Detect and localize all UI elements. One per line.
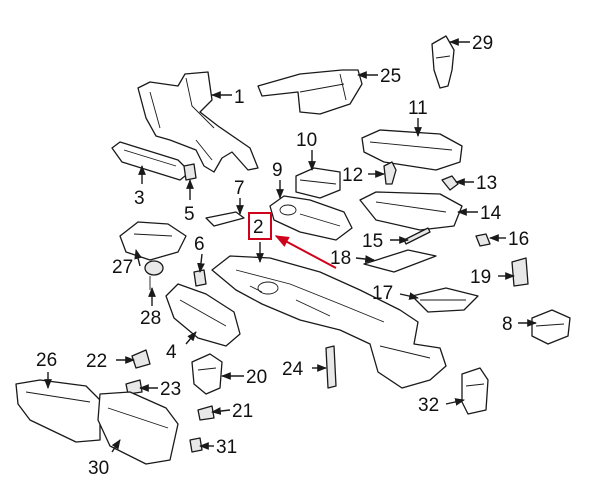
- callout-1: 1: [234, 87, 245, 108]
- part-14-lid-frame: [359, 191, 463, 231]
- callout-30: 30: [88, 458, 109, 479]
- callout-19: 19: [470, 267, 491, 288]
- callout-5: 5: [184, 204, 195, 225]
- callout-23: 23: [160, 379, 181, 400]
- part-18-mat: [363, 249, 437, 273]
- part-28-knob: [144, 260, 164, 290]
- part-5-clip: [183, 163, 197, 181]
- part-13-knob: [441, 175, 459, 191]
- part-31-bolt: [189, 437, 203, 453]
- callout-16: 16: [508, 229, 529, 250]
- callout-8: 8: [502, 314, 513, 335]
- callout-11: 11: [408, 98, 428, 119]
- part-15-pin: [403, 227, 431, 245]
- callout-31: 31: [216, 437, 237, 458]
- part-30-lower-panel: [97, 391, 179, 465]
- callout-32: 32: [418, 395, 439, 416]
- part-23-clip: [125, 379, 143, 395]
- callout-18: 18: [330, 248, 351, 269]
- callout-20: 20: [246, 367, 267, 388]
- callout-10: 10: [296, 130, 317, 151]
- highlight-box: [248, 212, 272, 240]
- part-17-bin: [411, 287, 479, 313]
- part-1-bracket: [137, 71, 259, 173]
- callout-labels: 1 2 3 4 5 6 7 8 9 10 11 12 13 14 15 16 1…: [36, 33, 529, 479]
- callout-2: 2: [253, 217, 264, 238]
- part-20-module: [191, 353, 223, 395]
- callout-14: 14: [480, 203, 502, 224]
- callout-15: 15: [362, 231, 383, 252]
- part-9-tray: [269, 195, 353, 241]
- callout-4: 4: [166, 342, 177, 363]
- callout-26: 26: [36, 350, 57, 371]
- part-22-bracket: [131, 349, 151, 369]
- part-3-trim-panel: [111, 141, 191, 181]
- callout-17: 17: [372, 283, 393, 304]
- part-24-sensor: [325, 345, 337, 389]
- part-12-latch: [383, 161, 397, 185]
- part-10-bin: [295, 167, 341, 199]
- part-27-cover: [119, 221, 187, 261]
- callout-3: 3: [134, 188, 145, 209]
- part-11-armrest-lid: [361, 129, 463, 171]
- part-32-bracket: [461, 367, 489, 415]
- callout-27: 27: [112, 257, 133, 278]
- part-26-rear-panel: [15, 379, 101, 443]
- part-8-switch: [531, 309, 571, 345]
- leader-lines: [44, 38, 537, 453]
- part-21-clip: [197, 405, 215, 421]
- callout-24: 24: [282, 359, 304, 380]
- callout-12: 12: [342, 165, 363, 186]
- part-16-clip: [475, 233, 491, 247]
- callout-9: 9: [272, 160, 283, 181]
- highlight-arrow: [274, 235, 337, 269]
- callout-7: 7: [234, 178, 245, 199]
- part-29-shift-knob: [431, 35, 455, 89]
- callout-28: 28: [140, 308, 161, 329]
- part-25-handle: [257, 69, 363, 115]
- part-2-console: [211, 255, 447, 389]
- callout-29: 29: [472, 33, 493, 54]
- callout-25: 25: [380, 66, 401, 87]
- part-4-side-panel: [165, 283, 241, 347]
- callout-6: 6: [194, 234, 205, 255]
- part-6-bolt: [193, 269, 207, 287]
- callout-13: 13: [476, 173, 497, 194]
- part-19-grip: [511, 257, 529, 287]
- callout-21: 21: [232, 401, 253, 422]
- callout-22: 22: [86, 351, 107, 372]
- part-7-panel: [205, 211, 245, 227]
